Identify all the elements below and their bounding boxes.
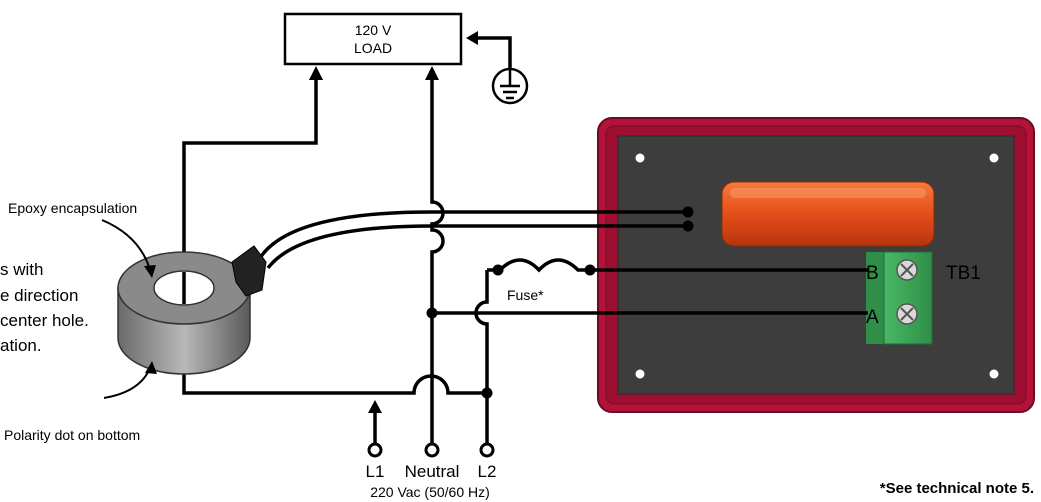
junction-dots xyxy=(426,206,694,399)
tb1-label: TB1 xyxy=(946,263,981,284)
mount-hole xyxy=(635,369,645,379)
callout-epoxy xyxy=(101,219,151,271)
cut-text-line: e direction xyxy=(0,286,78,305)
wiring xyxy=(182,36,868,444)
cut-text-line: s with xyxy=(0,260,43,279)
l1-label: L1 xyxy=(366,462,385,481)
neutral-label: Neutral xyxy=(405,462,460,481)
supply-terminals xyxy=(367,442,495,458)
cut-text-line: center hole. xyxy=(0,311,89,330)
load-voltage: 120 V xyxy=(355,22,392,38)
mount-hole xyxy=(989,153,999,163)
load-label: LOAD xyxy=(354,40,392,56)
l2-label: L2 xyxy=(478,462,497,481)
terminal-a-label: A xyxy=(866,307,879,328)
arrow-up-icon xyxy=(145,361,157,374)
load-box xyxy=(283,12,463,66)
circuit-panel xyxy=(617,135,1015,395)
footnote: *See technical note 5. xyxy=(880,480,1034,497)
fuse-label: Fuse* xyxy=(507,287,544,303)
current-transformer xyxy=(117,245,267,375)
polarity-label: Polarity dot on bottom xyxy=(4,427,140,443)
capacitor xyxy=(721,181,935,247)
mount-hole xyxy=(989,369,999,379)
arrow-left-icon xyxy=(466,31,478,45)
cut-text-line: ation. xyxy=(0,336,42,355)
epoxy-label: Epoxy encapsulation xyxy=(8,200,137,216)
arrow-up-icon xyxy=(368,400,382,413)
callout-polarity xyxy=(103,367,151,399)
arrow-up-icon xyxy=(425,66,439,80)
mount-hole xyxy=(635,153,645,163)
terminal-b-label: B xyxy=(866,263,879,284)
terminal-block-tb1 xyxy=(866,251,933,345)
supply-label: 220 Vac (50/60 Hz) xyxy=(370,484,490,500)
arrow-down-icon xyxy=(144,265,156,278)
ground-icon xyxy=(491,67,529,105)
arrow-up-icon xyxy=(309,66,323,80)
